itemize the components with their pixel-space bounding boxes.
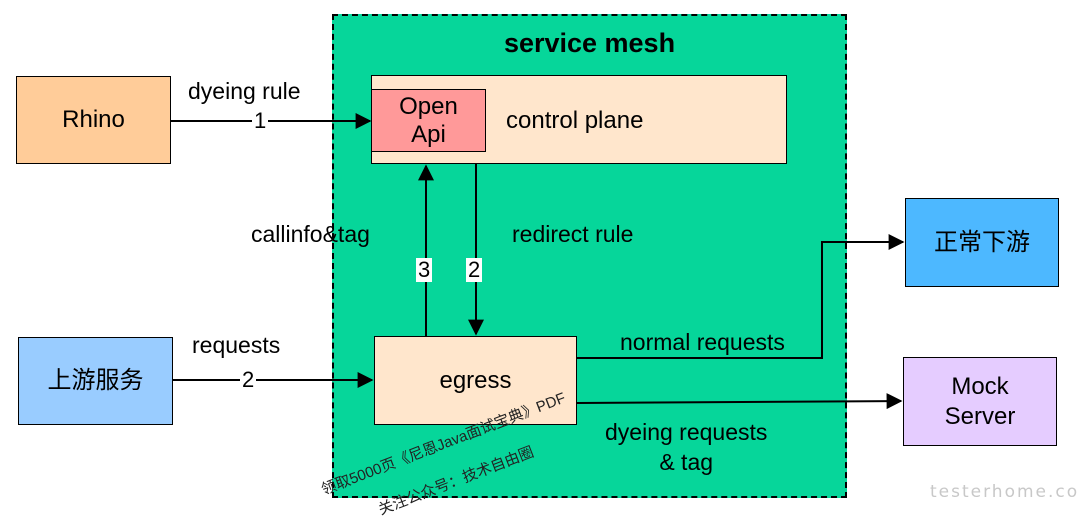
callinfo-step: 3 (416, 257, 433, 282)
rhino-label: Rhino (62, 106, 125, 133)
egress-node[interactable]: egress (374, 336, 577, 425)
service-mesh-title: service mesh (503, 28, 676, 58)
open-api-label: Open Api (399, 92, 458, 148)
control-plane-label: control plane (506, 107, 644, 134)
mock-server-label: Mock Server (944, 372, 1016, 430)
normal-downstream-node[interactable]: 正常下游 (905, 198, 1059, 287)
normal-requests-arrow (577, 234, 905, 359)
dyeing-rule-label: dyeing rule (188, 78, 301, 104)
dyeing-requests-label: dyeing requests & tag (605, 419, 768, 475)
rhino-node[interactable]: Rhino (16, 76, 171, 164)
dyeing-requests-arrow (576, 393, 903, 410)
callinfo-tag-label: callinfo&tag (251, 221, 370, 247)
redirect-step: 2 (466, 257, 483, 282)
mock-server-node[interactable]: Mock Server (903, 357, 1057, 446)
normal-downstream-label: 正常下游 (934, 228, 1030, 256)
egress-label: egress (439, 366, 512, 394)
upstream-service-node[interactable]: 上游服务 (18, 337, 173, 425)
upstream-service-label: 上游服务 (47, 367, 144, 394)
redirect-rule-label: redirect rule (512, 221, 634, 247)
requests-label: requests (192, 332, 281, 358)
open-api-node[interactable]: Open Api (371, 89, 486, 152)
site-watermark: testerhome.com (930, 482, 1080, 502)
requests-step: 2 (240, 367, 257, 392)
dyeing-rule-step: 1 (252, 108, 269, 133)
normal-requests-label: normal requests (620, 329, 785, 355)
